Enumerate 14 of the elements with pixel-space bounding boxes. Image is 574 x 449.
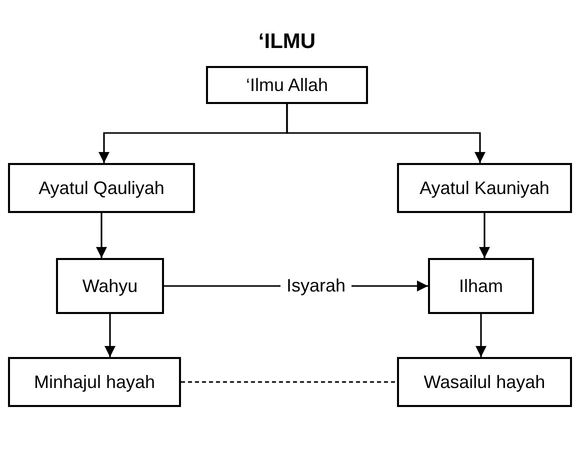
arrow xyxy=(286,104,486,163)
process-box: Ayatul Qauliyah xyxy=(8,163,195,213)
diagram-title: ‘ILMU xyxy=(257,30,317,54)
process-box: Wahyu xyxy=(56,258,164,314)
arrow xyxy=(104,314,116,357)
process-box: ‘Ilmu Allah xyxy=(206,66,368,104)
process-box: Ilham xyxy=(428,258,534,314)
process-box: Minhajul hayah xyxy=(8,357,181,407)
process-box: Wasailul hayah xyxy=(397,357,572,407)
arrow xyxy=(96,213,108,258)
edge-label: Isyarah xyxy=(280,276,352,296)
arrow xyxy=(475,314,487,357)
process-box: Ayatul Kauniyah xyxy=(397,163,572,213)
arrow xyxy=(478,213,490,258)
